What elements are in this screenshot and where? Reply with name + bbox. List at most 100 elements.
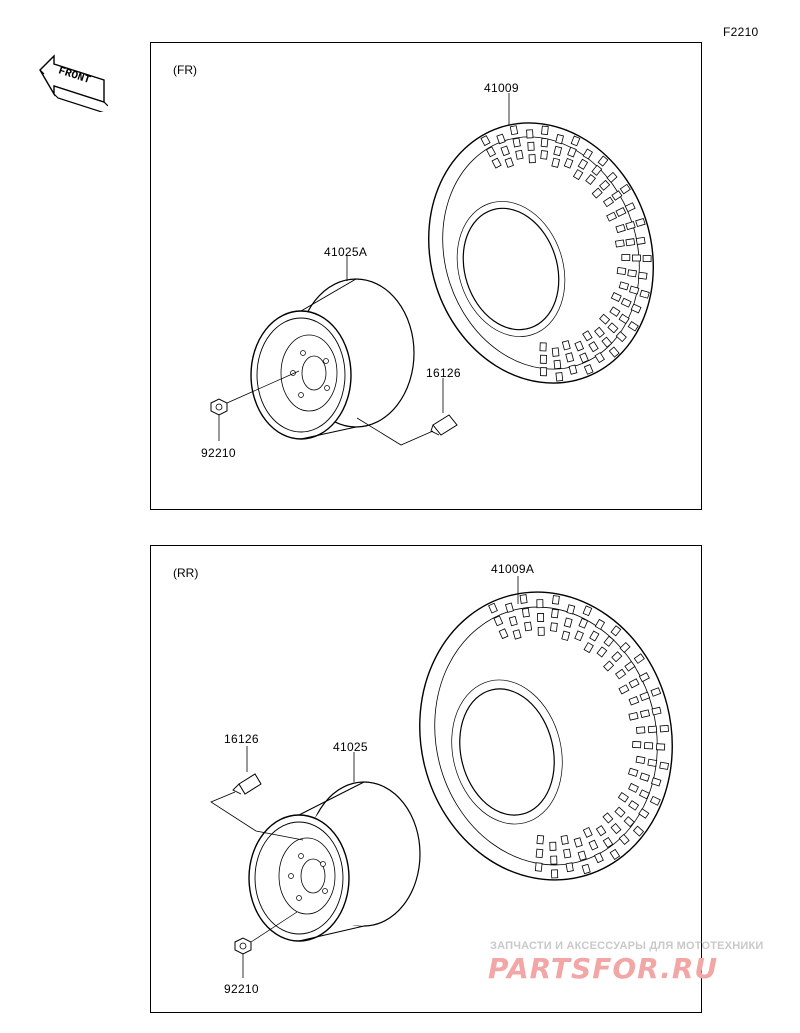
tread-block [550, 855, 558, 865]
tread-block [651, 706, 662, 716]
tread-block [636, 726, 646, 734]
front-wheel-rim [250, 278, 415, 440]
tread-block [659, 724, 669, 733]
watermark-logo: PARTSFOR.RU [488, 952, 719, 985]
tread-block [563, 157, 574, 169]
tread-block [534, 862, 543, 872]
tread-block [650, 687, 662, 697]
tread-block [610, 823, 622, 835]
tread-block [568, 364, 578, 375]
tread-block [619, 641, 631, 654]
tread-block [601, 336, 613, 348]
tread-block [536, 834, 545, 845]
tread-block [539, 342, 547, 352]
tread-block [625, 221, 636, 231]
tread-block [599, 179, 611, 191]
tread-block [625, 238, 636, 247]
tread-block [574, 630, 584, 642]
tread-block [540, 150, 548, 160]
tread-block [599, 313, 611, 325]
tread-block [615, 224, 626, 234]
tread-block [563, 617, 573, 628]
front-wheel-panel: (FR) 41009 41025A 16126 92210 [150, 42, 702, 510]
tread-block [540, 137, 549, 148]
tread-block [635, 755, 646, 765]
tread-block [632, 740, 642, 749]
rear-valve-install-line [210, 791, 304, 841]
tread-block [633, 653, 645, 664]
tread-block [561, 630, 571, 641]
tread-block [512, 137, 521, 148]
rear-wheel-part-number: 41025 [333, 740, 368, 754]
tread-block [637, 271, 648, 280]
tread-block [504, 157, 514, 168]
tread-block [551, 869, 559, 879]
front-direction-arrow-icon: FRONT [36, 52, 108, 112]
tread-block [638, 808, 650, 819]
tread-block [493, 615, 504, 627]
tread-block [550, 608, 559, 619]
tread-block [566, 604, 576, 615]
tread-block [582, 330, 593, 342]
tread-block [618, 313, 630, 325]
tread-block [537, 613, 545, 622]
tread-block [618, 684, 630, 695]
rear-nut [234, 937, 252, 955]
tread-block [638, 672, 650, 683]
tread-block [603, 660, 615, 672]
tread-block [635, 236, 646, 245]
tread-block [618, 833, 630, 845]
tread-block [578, 617, 589, 629]
tread-block [508, 615, 518, 627]
tread-block [650, 777, 662, 787]
page-code: F2210 [723, 25, 759, 39]
tread-block [614, 806, 626, 818]
tread-block [607, 322, 619, 334]
tread-block [582, 826, 593, 838]
tread-block [588, 341, 599, 353]
tread-block [565, 862, 574, 873]
tread-block [535, 848, 544, 859]
front-nut-install-line [226, 370, 300, 404]
tread-block [630, 303, 642, 314]
tread-block [549, 841, 557, 851]
tread-block [627, 269, 637, 278]
tread-block [603, 635, 615, 647]
tread-block [496, 133, 506, 145]
tread-block [596, 646, 608, 658]
tread-block [624, 202, 636, 213]
tread-block [567, 146, 577, 158]
tread-block [606, 211, 618, 222]
rear-valve-part-number: 16126 [224, 732, 259, 746]
tread-block [540, 367, 548, 377]
rear-tire-part-number: 41009A [491, 562, 535, 576]
tread-block [632, 825, 645, 837]
tread-block [537, 626, 545, 636]
tread-block [594, 352, 605, 364]
watermark-caption: ЗАПЧАСТИ И АКСЕССУАРЫ ДЛЯ МОТОТЕХНИКИ [490, 940, 764, 952]
tread-block [553, 145, 563, 157]
rear-nut-part-number: 92210 [224, 982, 259, 996]
tread-block [639, 772, 650, 782]
tread-block [591, 187, 603, 199]
tread-block [639, 691, 651, 702]
tread-block [574, 340, 585, 352]
tread-block [624, 660, 636, 672]
tread-block [526, 129, 534, 139]
tread-block [583, 642, 594, 654]
tread-block [500, 145, 510, 157]
tread-block [588, 839, 599, 851]
front-tire [428, 122, 654, 384]
front-valve-install-line [356, 417, 434, 446]
tread-block [647, 725, 658, 734]
tread-block [628, 800, 640, 811]
tread-block [619, 183, 631, 195]
tread-block [610, 625, 622, 637]
tread-block [491, 157, 502, 169]
tread-block [602, 196, 615, 208]
tread-block [589, 630, 600, 642]
front-wheel-part-number: 41025A [324, 245, 368, 259]
tread-block [628, 696, 640, 706]
tread-block [573, 837, 583, 848]
tread-block [498, 628, 509, 640]
